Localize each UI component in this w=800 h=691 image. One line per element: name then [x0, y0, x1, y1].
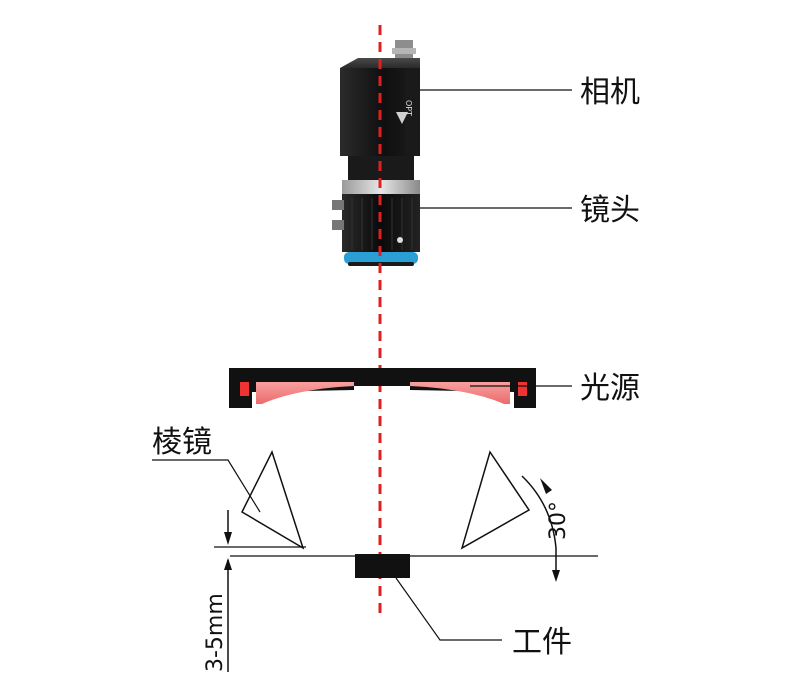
right-prism	[460, 450, 531, 550]
light-source-label: 光源	[580, 371, 640, 406]
camera-label: 相机	[580, 75, 640, 110]
angle-label: 30°	[546, 501, 571, 540]
workpiece-label: 工件	[512, 625, 572, 660]
angle-arc	[521, 475, 557, 549]
prism-callout-line	[152, 459, 261, 513]
lens-icon	[332, 180, 420, 266]
prism-label: 棱镜	[152, 425, 212, 460]
distance-label: 3-5mm	[203, 593, 228, 672]
left-prism	[241, 450, 305, 550]
brand-label: OPT	[404, 100, 413, 116]
workpiece-callout-line	[395, 577, 502, 641]
workpiece-block	[355, 554, 410, 578]
ring-light-icon	[229, 368, 536, 408]
lens-label: 镜头	[580, 193, 640, 228]
